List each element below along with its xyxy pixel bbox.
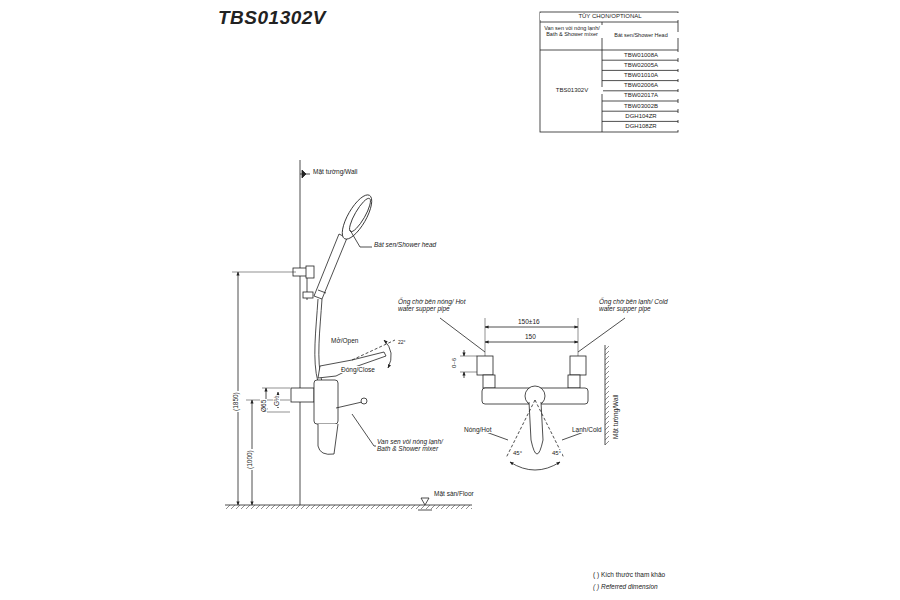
- drawing-line: [232, 272, 296, 273]
- drawing-line: [460, 356, 477, 357]
- drawing-path: [350, 230, 372, 247]
- dimension: (1000): [246, 449, 253, 470]
- table-cell: DGH108ZR: [603, 123, 679, 130]
- drawing-path: [318, 352, 386, 378]
- drawing-rect: [483, 375, 495, 388]
- drawing-line: [485, 342, 578, 343]
- note: ( ) Kích thước tham khảo: [592, 571, 666, 578]
- drawing-line: [300, 160, 301, 505]
- table-cell: TBW03002B: [603, 103, 679, 110]
- drawing-line: [460, 372, 477, 373]
- drawing-line: [602, 60, 678, 61]
- dimension: (1850): [232, 391, 239, 412]
- drawing-rect: [568, 375, 580, 388]
- angle-dimension: 45°: [551, 450, 562, 457]
- drawing-line: [464, 372, 465, 378]
- dimension: Ø65: [260, 399, 267, 413]
- dimension: 0~6: [451, 357, 458, 369]
- drawing-rect: [540, 12, 678, 132]
- drawing-line: [602, 121, 678, 122]
- part-label: Ống chờ bên nóng/ Hot water supper pipe: [397, 298, 467, 313]
- drawing-line: [602, 111, 678, 112]
- drawing-line: [336, 402, 362, 408]
- position-label: Mở/Open: [330, 337, 359, 344]
- angle-dimension: 45°: [512, 450, 523, 457]
- position-label: Đóng/Close: [340, 366, 376, 373]
- table-cell: DGH104ZR: [603, 113, 679, 120]
- direction-label: Lạnh/Cold: [571, 426, 603, 433]
- drawing-ellipse: [337, 191, 378, 243]
- drawing-line: [602, 70, 678, 71]
- model-title: TBS01302V: [218, 7, 326, 29]
- drawing-rect: [314, 380, 338, 424]
- drawing-line: [485, 318, 486, 356]
- table-cell: TBW02017A: [603, 92, 679, 99]
- table-cell: Bát sen/Shower Head: [603, 32, 679, 38]
- floor-label: Mặt sàn/Floor: [433, 490, 475, 497]
- table-cell: Van sen vòi nóng lạnh/ Bath & Shower mix…: [541, 25, 603, 38]
- drawing-line: [246, 400, 290, 401]
- part-label: Bát sen/Shower head: [373, 241, 437, 248]
- drawing-line: [540, 50, 678, 51]
- table-cell: TBW02006A: [603, 82, 679, 89]
- wall-label: Mặt tường/Wall: [312, 168, 359, 175]
- drawing-rect: [570, 356, 586, 375]
- note: ( ) Referred dimension: [592, 583, 659, 590]
- drawing-line: [535, 400, 564, 458]
- drawing-line: [602, 80, 678, 81]
- direction-label: Nóng/Hot: [463, 426, 492, 433]
- drawing-path: [578, 318, 625, 352]
- drawing-path: [302, 170, 306, 178]
- drawing-line: [485, 327, 578, 328]
- drawing-line: [418, 510, 432, 511]
- drawing-path: [314, 234, 347, 299]
- drawing-line: [540, 22, 678, 23]
- drawing-line: [578, 318, 579, 356]
- drawing-path: [510, 462, 560, 470]
- drawing-rect: [477, 356, 493, 375]
- drawing-path: [315, 299, 318, 382]
- drawing-rect: [306, 266, 314, 278]
- drawing-path: [529, 402, 543, 454]
- angle-dimension: 22°: [397, 340, 407, 346]
- dimension: 150: [524, 333, 537, 340]
- drawing-rect: [225, 505, 472, 509]
- drawing-line: [318, 290, 326, 293]
- drawing-ellipse: [346, 196, 374, 234]
- table-cell: TBW01010A: [603, 72, 679, 79]
- dimension: G½: [273, 395, 280, 407]
- drawing-line: [602, 101, 678, 102]
- part-label: Ống chờ bên lạnh/ Cold water supper pipe: [598, 298, 674, 313]
- drawing-path: [421, 498, 429, 505]
- drawing-line: [238, 272, 239, 505]
- dimension: 150±16: [517, 318, 541, 325]
- table-cell: TBW02005A: [603, 62, 679, 69]
- part-label: Van sen vòi nóng lạnh/ Bath & Shower mix…: [376, 438, 456, 453]
- drawing-path: [318, 424, 338, 454]
- table-cell: TBS01302V: [541, 87, 603, 94]
- drawing-line: [506, 400, 535, 458]
- drawing-line: [464, 350, 465, 356]
- drawing-rect: [291, 388, 314, 402]
- table-cell: TBW01008A: [603, 52, 679, 59]
- drawing-g: [225, 12, 678, 510]
- table-header: TÙY CHỌN/OPTIONAL: [540, 13, 680, 20]
- drawing-rect: [303, 292, 313, 298]
- drawing-circle: [361, 398, 367, 404]
- drawing-path: [440, 318, 485, 352]
- wall-label: Mặt tường/Wall: [612, 394, 619, 441]
- drawing-rect: [605, 345, 609, 445]
- drawing-g: [602, 60, 678, 121]
- drawing-line: [602, 90, 678, 91]
